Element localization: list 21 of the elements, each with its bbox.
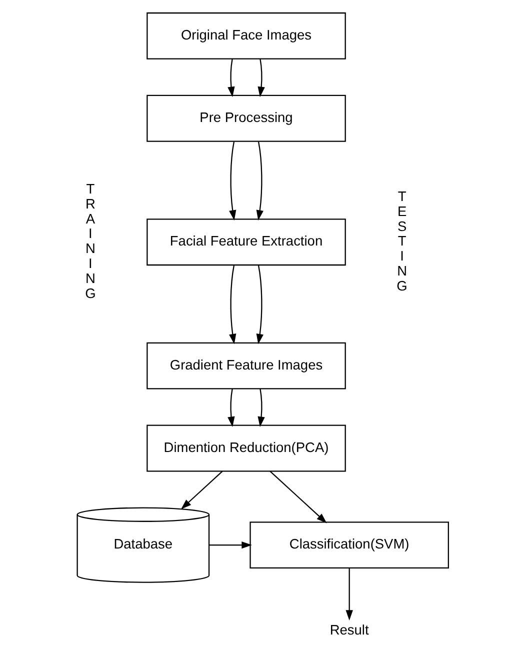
- arrow: [208, 541, 252, 549]
- node-box: Original Face Images: [146, 12, 346, 60]
- node-box: Facial Feature Extraction: [146, 218, 346, 266]
- arrow: [256, 142, 263, 221]
- arrow: [257, 58, 264, 98]
- arrow: [345, 568, 352, 620]
- label: TRAINING: [84, 182, 96, 301]
- arrow: [269, 470, 326, 524]
- node-box: Pre Processing: [146, 94, 346, 142]
- node-box: Dimention Reduction(PCA): [146, 424, 346, 472]
- arrow: [228, 265, 236, 344]
- arrow: [180, 470, 222, 510]
- node-text: Result: [329, 622, 368, 638]
- label: TESTING: [396, 188, 407, 294]
- arrow: [256, 265, 263, 344]
- arrow: [257, 388, 264, 427]
- arrow: [227, 58, 234, 98]
- node-box: Gradient Feature Images: [146, 342, 346, 390]
- arrow: [227, 388, 234, 427]
- node-box: Classification(SVM): [249, 522, 448, 569]
- arrow: [228, 142, 236, 221]
